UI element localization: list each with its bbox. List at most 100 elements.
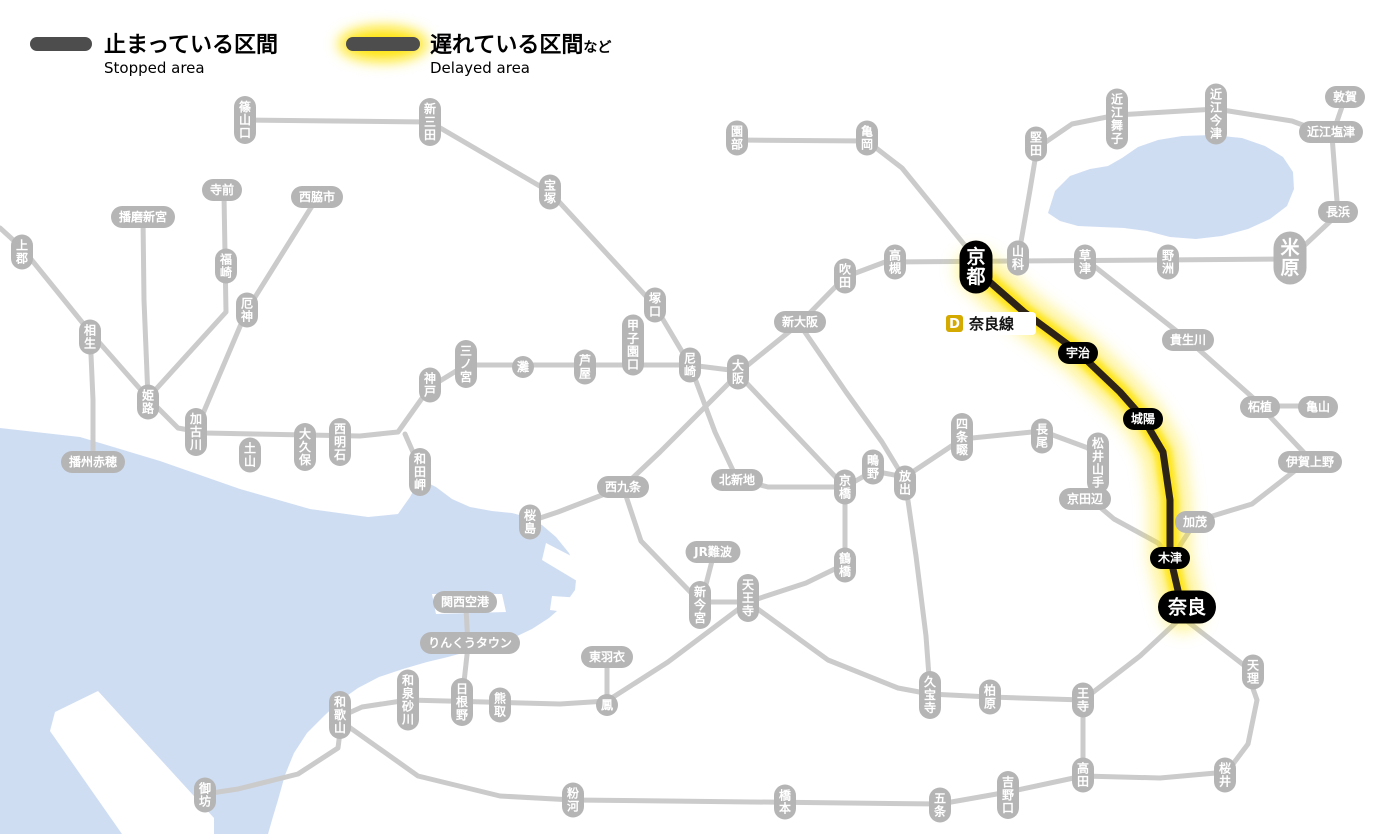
station-kumatori: 熊取: [489, 687, 511, 723]
station-yakujin: 厄神: [236, 292, 258, 328]
station-pill: [1025, 126, 1047, 162]
harbor-pier-north: [542, 543, 604, 590]
station-pill: [239, 437, 261, 473]
station-name: 新今宮: [693, 584, 707, 625]
station-pill: [562, 782, 584, 818]
station-uji[interactable]: 宇治: [1058, 342, 1098, 364]
station-joyo[interactable]: 城陽: [1123, 408, 1163, 430]
station-kitashinchi: 北新地: [711, 469, 763, 491]
station-name: 城陽: [1131, 411, 1155, 426]
station-pill: [1205, 83, 1227, 145]
station-name: 甲子園口: [627, 318, 639, 371]
station-pill: [834, 469, 856, 505]
station-pill: [1278, 451, 1342, 473]
station-pill: [834, 258, 856, 294]
station-name: 播磨新宮: [119, 209, 167, 224]
station-name: 近江塩津: [1307, 124, 1355, 139]
station-name: 尼崎: [684, 351, 696, 378]
station-name: 神戸: [424, 370, 436, 398]
station-pill: [1175, 511, 1215, 533]
station-name: 鳳: [601, 697, 613, 712]
station-name: 御坊: [198, 780, 211, 808]
station-kyoto[interactable]: 京都: [959, 240, 993, 294]
station-pill: [236, 292, 258, 328]
station-kizu[interactable]: 木津: [1150, 547, 1190, 569]
stations-layer: 京都宇治城陽木津奈良篠山口新三田園部亀岡堅田近江舞子近江今津敦賀近江塩津長浜宝塚…: [11, 83, 1365, 823]
station-name: 野洲: [1162, 248, 1174, 275]
station-izumi-sunagawa: 和泉砂川: [397, 669, 419, 731]
station-wakayama: 和歌山: [329, 691, 351, 739]
station-name: 桜島: [524, 507, 536, 535]
station-nagahama: 長浜: [1318, 201, 1358, 223]
station-name: 福崎: [219, 251, 232, 279]
station-yasu: 野洲: [1157, 244, 1179, 280]
station-otori: 鳳: [596, 694, 618, 716]
station-kashiwara: 柏原: [979, 679, 1001, 715]
station-name: 芦屋: [579, 352, 591, 380]
station-kibukawa: 貴生川: [1162, 329, 1214, 351]
station-nara[interactable]: 奈良: [1158, 590, 1216, 624]
delayed-label-ja-main: 遅れている区間: [430, 33, 583, 58]
station-suita: 吹田: [834, 258, 856, 294]
station-sonobe: 園部: [726, 120, 748, 156]
station-matsuiyamate: 松井山手: [1087, 432, 1109, 494]
station-name: 吉野口: [1002, 774, 1014, 815]
station-wadamisaki: 和田岬: [409, 448, 431, 496]
station-kameoka: 亀岡: [856, 120, 878, 156]
station-pill: [596, 694, 618, 716]
station-pill: [539, 174, 561, 210]
station-okubo: 大久保: [294, 423, 316, 471]
station-nada: 灘: [512, 356, 534, 378]
station-name: 鴫野: [867, 452, 879, 480]
station-pill: [774, 311, 826, 333]
station-name: 寺前: [210, 182, 234, 197]
station-name: 新三田: [424, 101, 436, 142]
station-pill: [581, 646, 633, 668]
station-tsukaguchi: 塚口: [644, 287, 666, 323]
station-name: 北新地: [719, 472, 755, 487]
station-pill: [111, 206, 175, 228]
station-pill: [433, 591, 497, 613]
station-name: 関西空港: [441, 594, 490, 609]
station-pill: [1158, 590, 1216, 624]
station-yoshinoguchi: 吉野口: [997, 771, 1019, 819]
station-name: 橋本: [779, 787, 792, 815]
station-name: 宇治: [1066, 345, 1090, 360]
station-pill: [519, 504, 541, 540]
station-name: 熊取: [494, 690, 506, 718]
station-pill: [489, 687, 511, 723]
station-sakurajima: 桜島: [519, 504, 541, 540]
station-pill: [997, 771, 1019, 819]
station-name: 西九条: [605, 479, 642, 494]
rail-line-sakurai-line: [1080, 615, 1260, 781]
station-name: 天王寺: [742, 578, 755, 618]
station-kamo: 加茂: [1175, 511, 1215, 533]
station-name: 京橋: [839, 472, 852, 500]
station-pill: [419, 98, 441, 146]
line-status-label[interactable]: D 奈良線: [942, 312, 1036, 335]
station-pill: [409, 448, 431, 496]
delayed-label-en: Delayed area: [430, 59, 530, 77]
station-pill: [929, 787, 951, 823]
station-pill: [834, 547, 856, 583]
station-teramae: 寺前: [202, 179, 242, 201]
station-shin-sanda: 新三田: [419, 98, 441, 146]
station-shin-osaka: 新大阪: [774, 311, 826, 333]
station-name: 日根野: [456, 682, 468, 722]
station-name: 山科: [1012, 243, 1024, 271]
rail-line-wakayama-line: [339, 719, 1086, 807]
station-pill: [1298, 396, 1338, 418]
rail-line-yamatoji: [745, 599, 1186, 703]
station-pill: [574, 349, 596, 385]
station-name: 亀岡: [861, 123, 873, 151]
station-himeji: 姫路: [137, 384, 159, 420]
station-pill: [644, 287, 666, 323]
station-kansai-airport: 関西空港: [433, 591, 497, 613]
station-nishi-akashi: 西明石: [329, 418, 351, 466]
station-tsuchiyama: 土山: [239, 437, 261, 473]
rail-line-kosei: [1015, 106, 1335, 262]
station-pill: [1325, 86, 1365, 108]
station-pill: [194, 777, 216, 813]
station-kusatsu: 草津: [1074, 244, 1096, 280]
rail-line-gakkentoshi: [842, 428, 1173, 559]
